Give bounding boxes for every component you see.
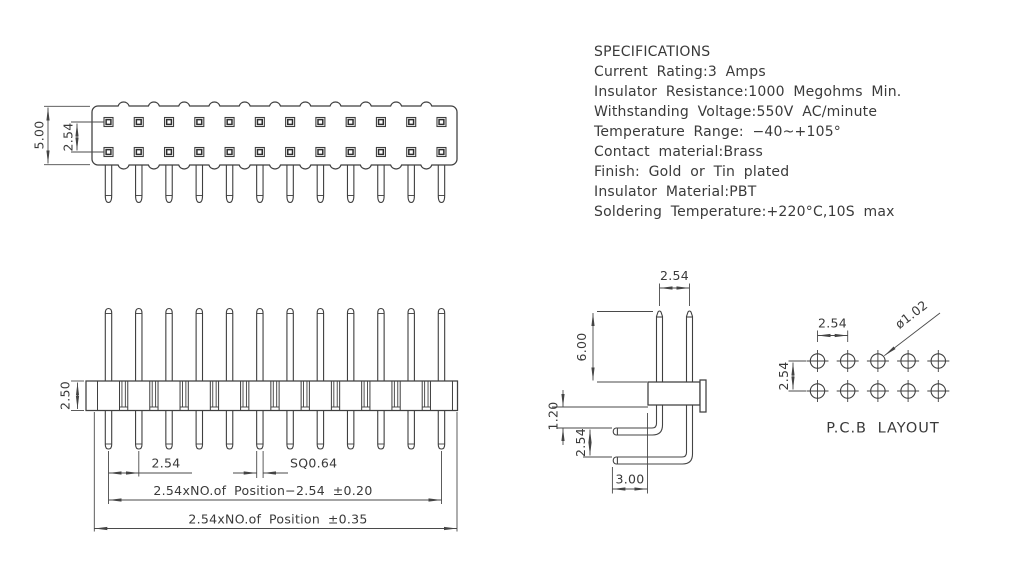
side-view-insulator: [647, 381, 701, 406]
spec-line: Current Rating:3 Amps: [594, 64, 766, 80]
pcb-pitch-y-dim-label: 2.54: [776, 361, 791, 390]
spec-line: Withstanding Voltage:550V AC/minute: [594, 104, 878, 120]
front-view: 2.50 2.54 SQ0.64 2.54xNO.of Position−2.5…: [58, 307, 459, 532]
pcb-hole-diameter-label: ø1.02: [892, 297, 930, 331]
front-view-body: [85, 307, 459, 450]
front-view-total-span-dim-label: 2.54xNO.of Position ±0.35: [188, 512, 367, 527]
side-view-leads: [612, 405, 694, 465]
side-view-standoff-dim-label: 1.20: [546, 401, 561, 430]
front-view-pin-square-dim-label: SQ0.64: [290, 456, 337, 471]
side-view: 2.54 6.00 1.20 2.54 3.00: [546, 268, 707, 494]
front-view-height-dim-label: 2.50: [58, 381, 73, 410]
side-view-pin: [685, 310, 694, 382]
spec-line: Temperature Range: −40~+105°: [594, 124, 841, 140]
side-view-row-pitch-dim-label: 2.54: [660, 268, 689, 283]
spec-line: Finish: Gold or Tin plated: [594, 164, 790, 180]
pcb-layout-view: 2.54 2.54 ø1.02 P.C.B LAYOUT: [776, 297, 950, 437]
spec-line: Insulator Resistance:1000 Megohms Min.: [594, 84, 902, 100]
spec-line: Insulator Material:PBT: [594, 184, 757, 200]
top-view-body: [91, 101, 458, 204]
pcb-pitch-x-dim-label: 2.54: [818, 316, 847, 331]
top-view-row-pitch-dim-label: 2.54: [61, 122, 76, 151]
front-view-pitch-dim-label: 2.54: [151, 456, 180, 471]
spec-line: Soldering Temperature:+220°C,10S max: [594, 204, 895, 220]
top-view-depth-dim-label: 5.00: [32, 120, 47, 149]
specifications-title: SPECIFICATIONS: [594, 44, 711, 60]
pcb-layout-title: P.C.B LAYOUT: [826, 421, 940, 437]
top-view: 5.00 2.54: [32, 101, 458, 204]
side-view-insulator-flange: [699, 379, 707, 413]
side-view-lead-pitch-dim-label: 2.54: [573, 428, 588, 457]
side-view-pin: [655, 310, 664, 382]
side-view-lead-length-dim-label: 3.00: [615, 472, 644, 487]
front-view-pins-span-dim-label: 2.54xNO.of Position−2.54 ±0.20: [153, 483, 372, 498]
spec-line: Contact material:Brass: [594, 144, 763, 160]
side-view-mating-length-dim-label: 6.00: [574, 332, 589, 361]
pcb-holes: [806, 350, 950, 402]
